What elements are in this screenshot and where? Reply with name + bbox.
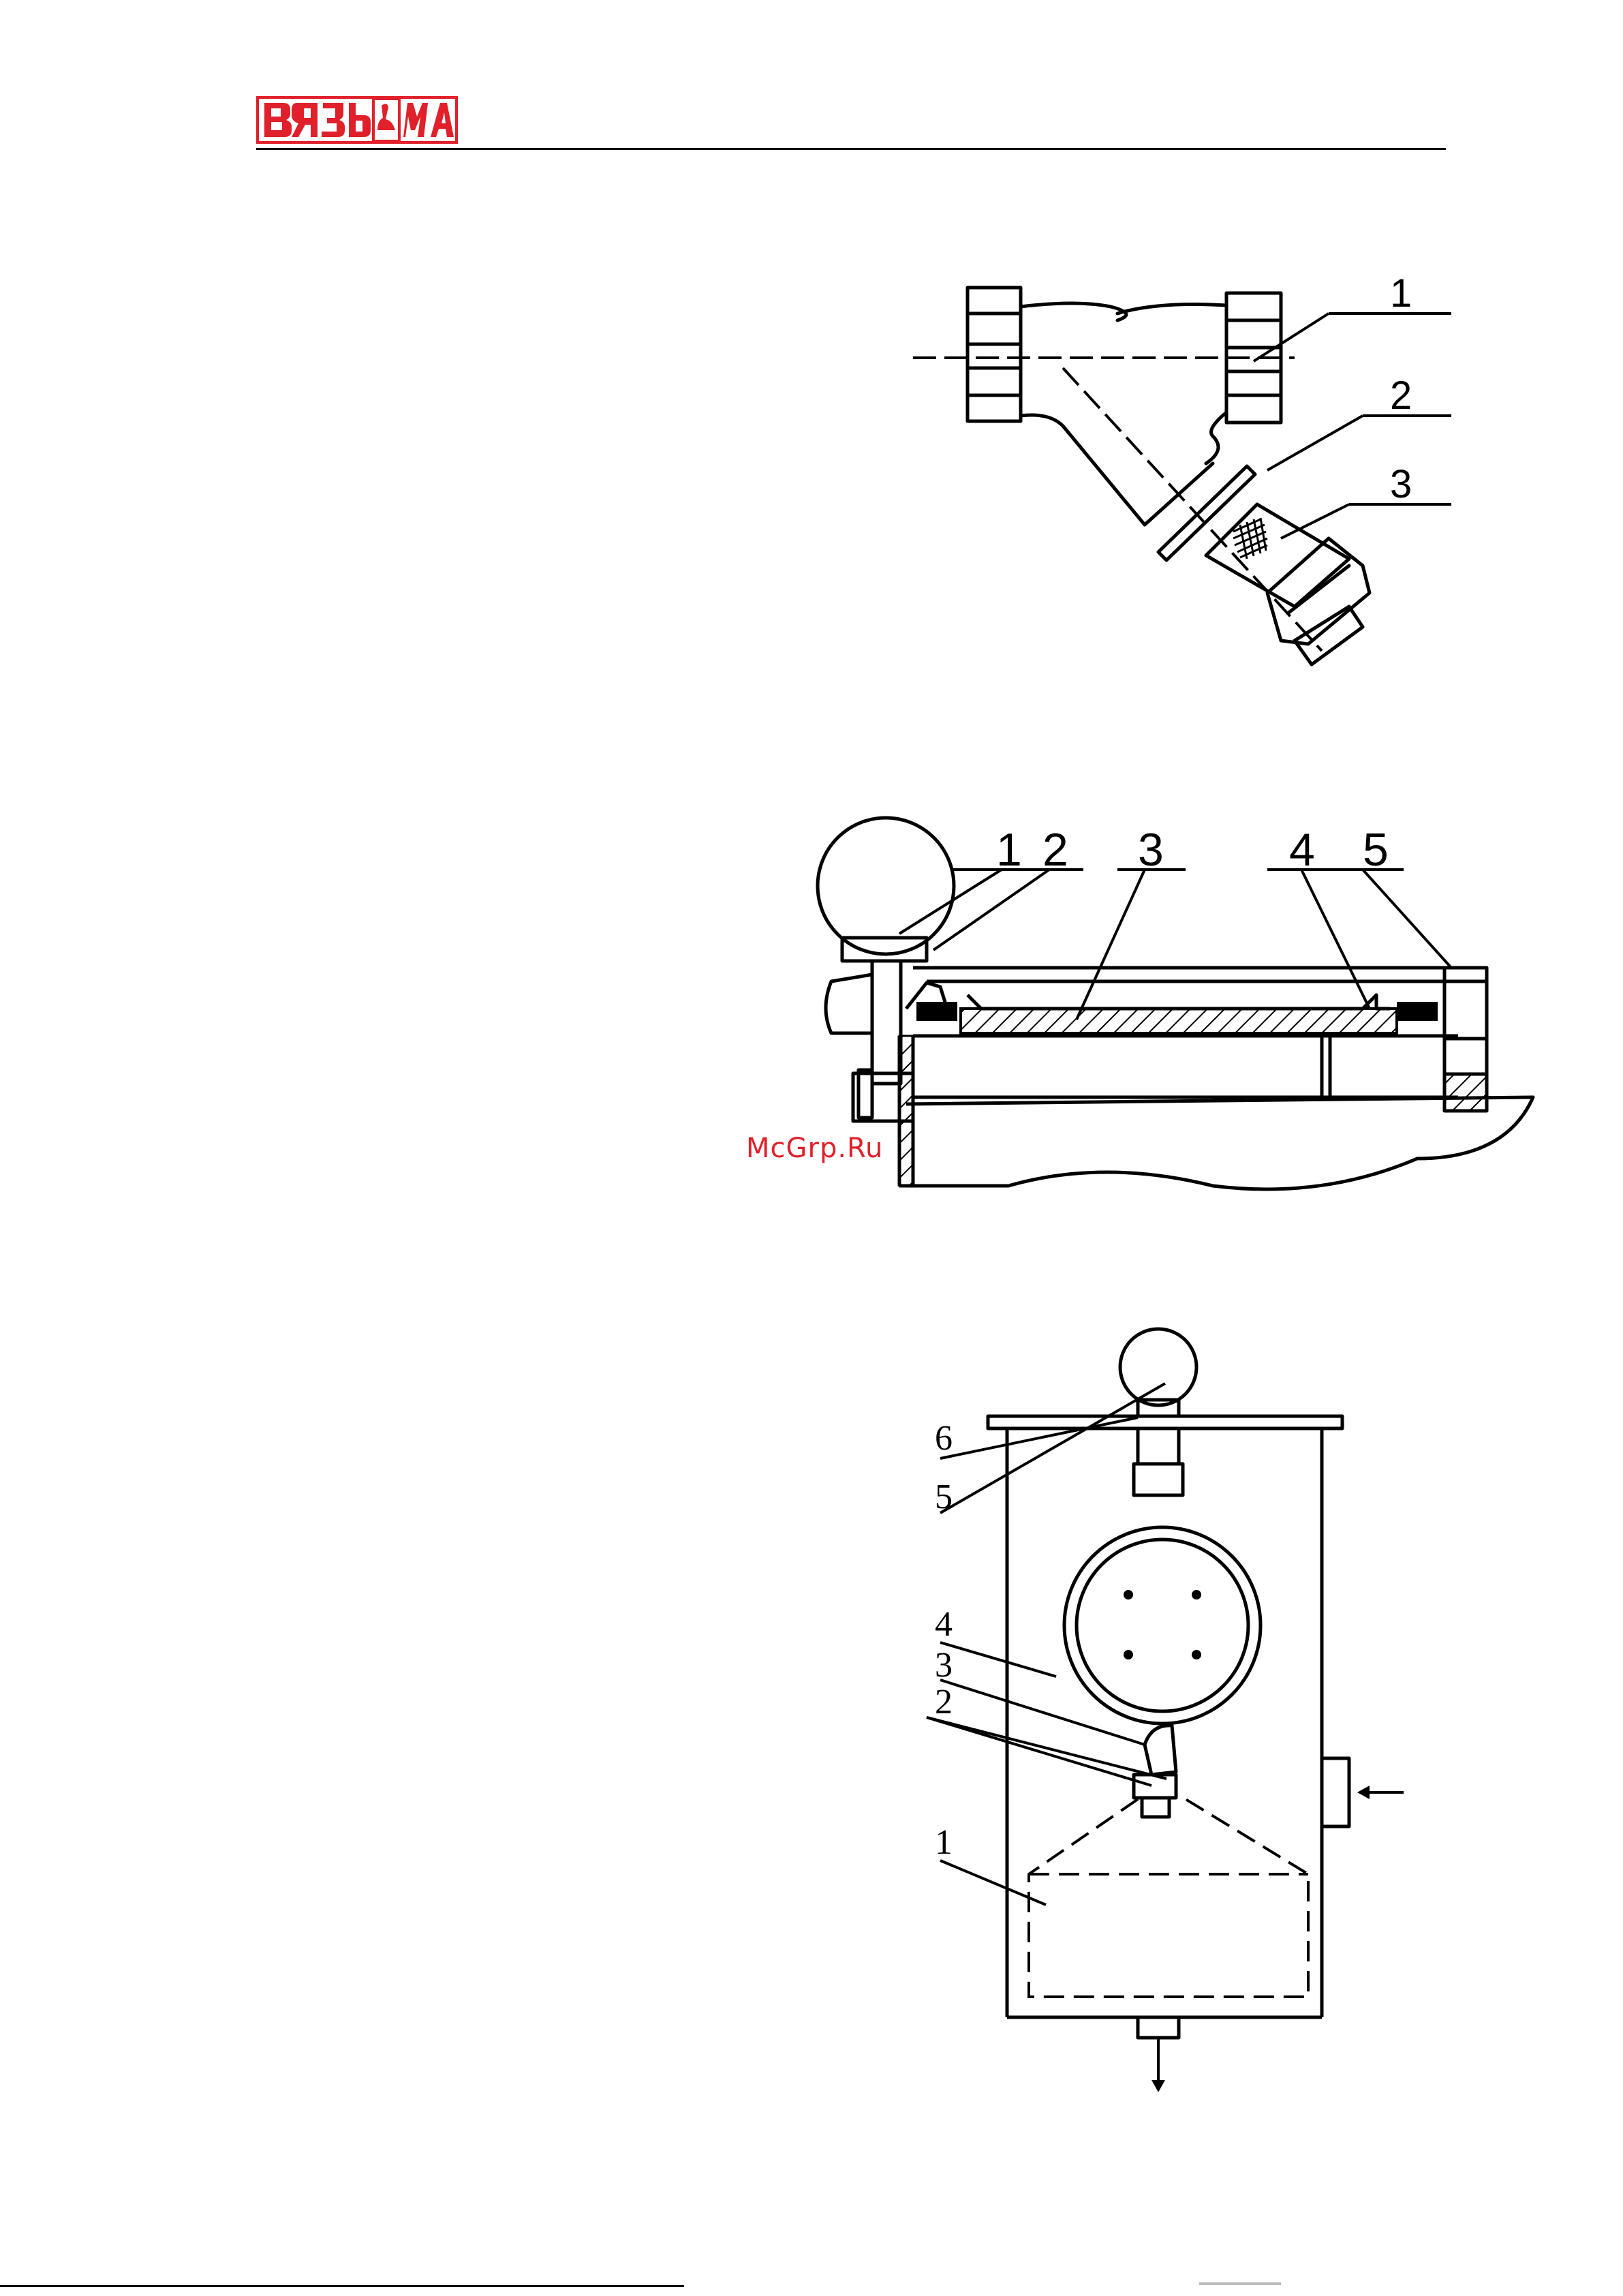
- callout-2: 2: [935, 1683, 953, 1721]
- callout-1: 1: [996, 824, 1022, 876]
- callout-1: 1: [1390, 271, 1412, 316]
- callout-1: 1: [935, 1823, 953, 1862]
- callout-6: 6: [935, 1419, 953, 1458]
- callout-4: 4: [1289, 824, 1315, 876]
- callout-3: 3: [1390, 462, 1412, 506]
- callout-3: 3: [935, 1646, 953, 1685]
- brand-logo: [256, 96, 458, 144]
- footer-mark: [1199, 2282, 1281, 2285]
- callout-3: 3: [1138, 824, 1164, 876]
- footer-divider: [0, 2285, 684, 2287]
- callout-4: 4: [935, 1605, 953, 1644]
- header-divider: [256, 148, 1446, 150]
- callout-5: 5: [935, 1478, 953, 1516]
- filter-tank-drawing: 6 5 4 3 2 1: [899, 1308, 1485, 2113]
- sight-glass-cover-drawing: 1 2 3 4 5: [804, 804, 1526, 1199]
- watermark-text: McGrp.Ru: [746, 1133, 883, 1164]
- callout-5: 5: [1363, 824, 1389, 876]
- y-strainer-drawing: 1 2 3: [913, 273, 1458, 668]
- callout-2: 2: [1390, 373, 1412, 418]
- callout-2: 2: [1042, 824, 1068, 876]
